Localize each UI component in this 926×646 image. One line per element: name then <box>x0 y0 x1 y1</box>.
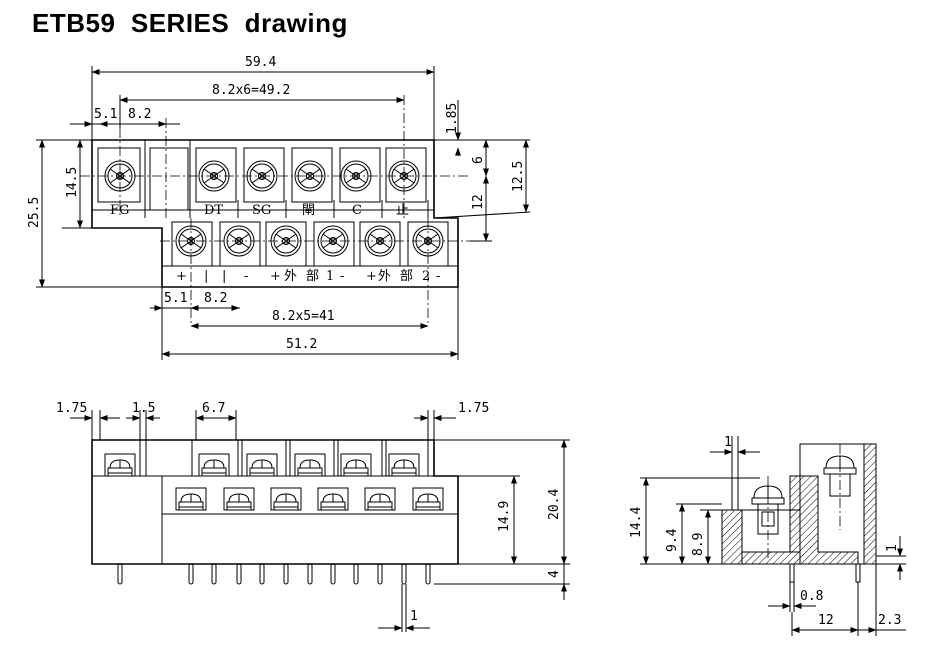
dim-left-1-5: 1.5 <box>132 401 155 416</box>
terminal-label: 止 <box>396 203 409 218</box>
screw-head-icon <box>388 453 420 477</box>
dim-lower-width: 51.2 <box>286 337 317 352</box>
dim-right-12-5: 12.5 <box>511 161 526 192</box>
screw-head-icon <box>340 453 372 477</box>
terminal-label: 外 <box>284 269 297 284</box>
dim-left-1-75: 1.75 <box>56 401 87 416</box>
dim-left-14-5: 14.5 <box>65 167 80 198</box>
terminal-label: SG <box>252 203 271 218</box>
side-view: 1 14.4 9.4 8.9 1 0.8 12 2.3 <box>629 435 906 636</box>
dim-height-8-9: 8.9 <box>691 533 706 556</box>
terminal-label: | <box>204 269 208 284</box>
terminal-label: FG <box>110 203 129 218</box>
terminal-label: - <box>340 269 344 284</box>
screw-head-icon <box>246 453 278 477</box>
screw-head-icon <box>270 487 302 511</box>
terminal-label: 2 <box>422 269 430 284</box>
screw-head-icon <box>317 487 349 511</box>
terminal-label: 外 <box>378 269 391 284</box>
dim-height-14-4: 14.4 <box>629 507 644 538</box>
top-view: FG DT SG 閘 C 止 + | | - + 外 部 1 - + 外 部 2… <box>27 55 531 360</box>
terminal-label: + <box>270 269 281 284</box>
terminal-label: 閘 <box>302 203 315 218</box>
dim-lower-pitch-single: 8.2 <box>204 291 227 306</box>
terminal-label: | <box>222 269 226 284</box>
screw-head-icon <box>223 487 255 511</box>
screw-head-icon <box>412 487 444 511</box>
dim-left-25-5: 25.5 <box>27 197 42 228</box>
terminal-label: 1 <box>326 269 334 284</box>
dim-offset-2-3: 2.3 <box>878 613 901 628</box>
dim-pin-1: 1 <box>410 609 418 624</box>
screw-head-icon <box>104 453 136 477</box>
dim-right-1: 1 <box>885 544 900 552</box>
terminal-label: + <box>366 269 377 284</box>
screw-head-icon <box>364 487 396 511</box>
dim-width-12: 12 <box>818 613 834 628</box>
terminal-label: 部 <box>400 269 413 284</box>
dim-top-gap: 1.85 <box>445 103 460 134</box>
screw-head-icon <box>175 487 207 511</box>
front-view: 1.75 1.5 6.7 1.75 14.9 20.4 4 1 <box>56 401 570 632</box>
dim-upper-pitch: 8.2x6=49.2 <box>212 83 290 98</box>
terminal-label: - <box>436 269 440 284</box>
terminal-label: C <box>352 203 362 218</box>
dim-pitch-6-7: 6.7 <box>202 401 225 416</box>
dim-top-1: 1 <box>724 435 732 450</box>
screw-head-icon <box>198 453 230 477</box>
dim-lower-pitch: 8.2x5=41 <box>272 309 335 324</box>
terminal-label: + <box>176 269 187 284</box>
screw-head-icon <box>294 453 326 477</box>
terminal-label: - <box>244 269 248 284</box>
dim-pin-0-8: 0.8 <box>800 589 823 604</box>
dim-upper-pitch-single: 8.2 <box>128 107 151 122</box>
dim-right-12: 12 <box>471 194 486 210</box>
dim-height-9-4: 9.4 <box>665 528 680 552</box>
terminal-label: 部 <box>306 269 319 284</box>
dim-upper-offset: 5.1 <box>94 107 117 122</box>
dim-right-6: 6 <box>471 156 486 164</box>
terminal-label: DT <box>204 203 223 218</box>
dim-total-width: 59.4 <box>245 55 276 70</box>
dim-height-14-9: 14.9 <box>497 501 512 532</box>
page-title: ETB59 SERIES drawing <box>32 8 348 38</box>
dim-lower-offset: 5.1 <box>164 291 187 306</box>
dim-right-1-75: 1.75 <box>458 401 489 416</box>
dim-pin-4: 4 <box>547 570 562 578</box>
dim-height-20-4: 20.4 <box>547 489 562 520</box>
